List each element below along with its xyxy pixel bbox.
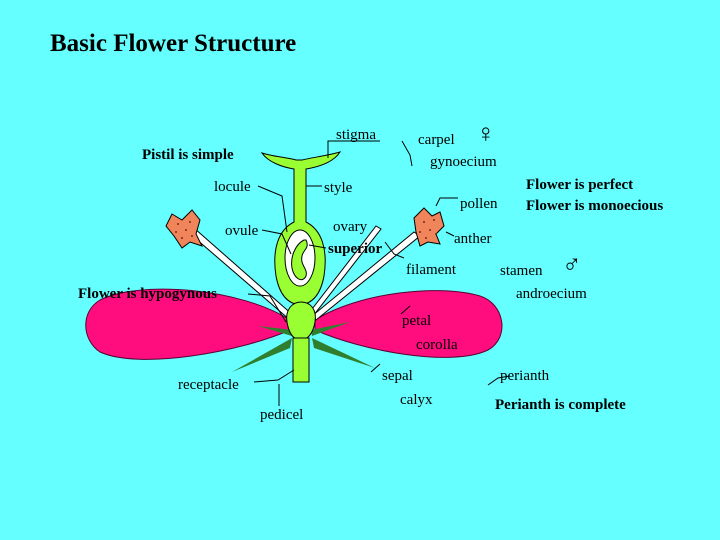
pollen-label: pollen (460, 196, 498, 212)
page-title: Basic Flower Structure (50, 30, 297, 57)
pistil (260, 151, 342, 306)
ovule-leader (261, 229, 292, 255)
right-lower-sepal (312, 338, 375, 368)
carpel-label: carpel (418, 132, 455, 148)
anther-leader (445, 231, 455, 237)
stamen-label: stamen (500, 263, 543, 279)
filament-label: filament (406, 262, 456, 278)
carpel-leader (401, 140, 413, 167)
sepal-leader (370, 363, 381, 373)
ovary-leader (308, 244, 327, 249)
anther-label: anther (454, 231, 492, 247)
receptacle-label: receptacle (178, 377, 239, 393)
leader-lines (247, 140, 511, 406)
flower-monoecious-label: Flower is monoecious (526, 198, 664, 214)
androecium-label: androecium (516, 286, 587, 302)
ovule-label: ovule (225, 223, 259, 239)
sepal-label: sepal (382, 368, 413, 384)
left-petal (85, 288, 291, 360)
perianth-leader (487, 375, 511, 386)
ovule (291, 239, 308, 281)
left-anther (165, 209, 203, 249)
calyx-label: calyx (400, 392, 433, 408)
ovary-label: ovary (333, 219, 368, 235)
receptacle (286, 301, 316, 341)
perianth-label: perianth (500, 368, 550, 384)
style-label: style (324, 180, 353, 196)
petal-leader (400, 305, 411, 315)
pollen-leader (435, 197, 458, 207)
pedicel-label: pedicel (260, 407, 304, 423)
corolla-label: corolla (416, 337, 458, 353)
locule-leader (257, 185, 288, 233)
petal-label: petal (402, 313, 432, 329)
female-symbol-icon: ♀ (476, 119, 496, 148)
male-symbol-icon: ♂ (562, 250, 582, 279)
flower-perfect-label: Flower is perfect (526, 177, 634, 193)
perianth-complete-label: Perianth is complete (495, 397, 626, 413)
flower-hypogynous-label: Flower is hypogynous (78, 286, 217, 302)
locule-label: locule (214, 179, 251, 195)
hypogynous-leader (247, 293, 287, 323)
right-anther (413, 207, 445, 247)
gynoecium-label: gynoecium (430, 154, 497, 170)
ovary-superior-label: superior (328, 241, 383, 257)
left-upper-sepal (258, 326, 293, 336)
pedicel (292, 337, 310, 383)
left-lower-sepal (232, 338, 292, 372)
pistil-simple-label: Pistil is simple (142, 147, 234, 163)
receptacle-leader (253, 369, 295, 383)
right-upper-sepal (311, 322, 350, 336)
filament-leader (384, 241, 405, 259)
stigma-label: stigma (336, 127, 376, 143)
pollen-dots (175, 219, 437, 239)
right-petal (314, 290, 503, 358)
stigma-leader (327, 140, 380, 158)
